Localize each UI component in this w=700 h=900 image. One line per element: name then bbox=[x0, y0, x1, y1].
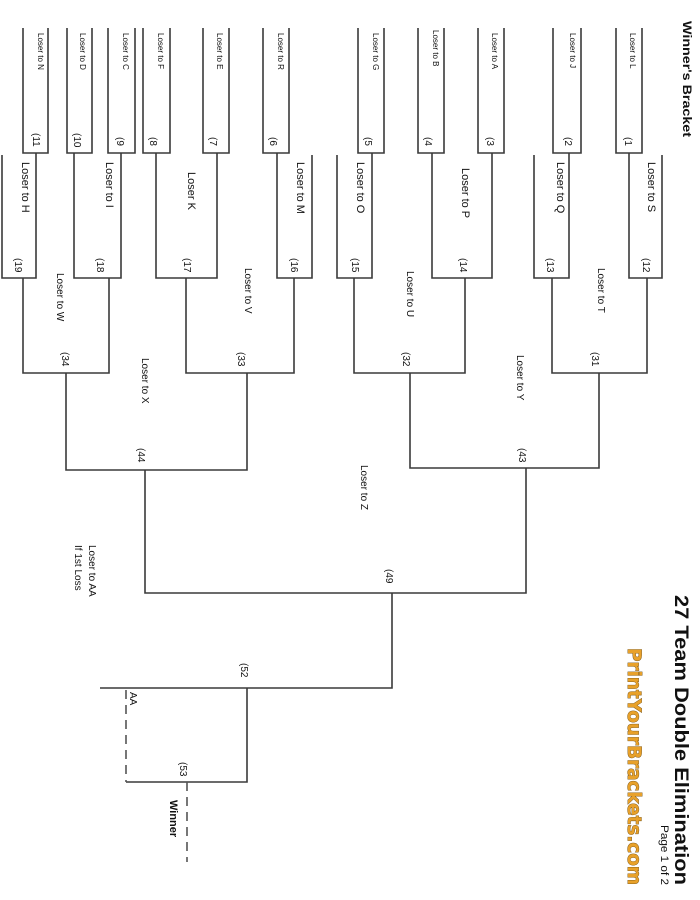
match-label: Loser to G bbox=[371, 33, 380, 70]
match-label: Loser to Q bbox=[554, 162, 566, 214]
match-label: Loser to E bbox=[215, 33, 224, 69]
match-label: Loser to X bbox=[139, 358, 150, 404]
match-number: (8 bbox=[147, 137, 158, 146]
round2-labels: Loser to H (19 Loser to I (18 Loser K (1… bbox=[12, 162, 657, 273]
match-label: Loser to N bbox=[36, 33, 45, 70]
match-number: (33 bbox=[235, 352, 246, 367]
match-number: (1 bbox=[622, 137, 633, 146]
match-number: (31 bbox=[589, 352, 600, 367]
match-number: (9 bbox=[114, 137, 125, 146]
match-label: Loser to F bbox=[156, 33, 165, 69]
site-logo: PrintYourBrackets.com bbox=[623, 648, 645, 885]
match-label: Loser to I bbox=[103, 162, 115, 208]
match-number: (4 bbox=[422, 137, 433, 146]
match-number: (16 bbox=[288, 258, 299, 273]
winner-label: Winner bbox=[167, 800, 179, 838]
match-number: (34 bbox=[59, 352, 70, 367]
match-number: (10 bbox=[71, 133, 82, 148]
match-number: (19 bbox=[12, 258, 23, 273]
match-label: Loser to P bbox=[459, 168, 471, 218]
match-number: (43 bbox=[516, 448, 527, 463]
match-label: Loser to W bbox=[54, 273, 65, 322]
match-label: Loser to L bbox=[628, 33, 637, 69]
match-number: (12 bbox=[640, 258, 651, 273]
match-number: (15 bbox=[349, 258, 360, 273]
match-number: (17 bbox=[181, 258, 192, 273]
match-label: Loser to B bbox=[431, 30, 440, 66]
match-label: Loser to R bbox=[276, 33, 285, 70]
match-label: Loser K bbox=[185, 172, 197, 211]
match-label: Loser to T bbox=[595, 268, 606, 313]
match-number: (5 bbox=[362, 137, 373, 146]
round4-lines bbox=[65, 373, 600, 471]
match-label: Loser to Z bbox=[358, 465, 369, 510]
match-number: (3 bbox=[484, 137, 495, 146]
loser-note-line1: Loser to AA bbox=[86, 545, 97, 597]
match-label: Loser to H bbox=[19, 162, 31, 213]
match-number: (7 bbox=[207, 137, 218, 146]
loser-note-line2: If 1st Loss bbox=[72, 545, 83, 591]
match-number-53: (53 bbox=[177, 762, 188, 777]
match-label: Loser to J bbox=[568, 33, 577, 68]
final-lines bbox=[100, 468, 527, 862]
page-title: 27 Team Double Elimination bbox=[670, 595, 691, 885]
match-label: Loser to S bbox=[645, 162, 657, 212]
round1-lines bbox=[22, 28, 643, 154]
round3-labels: Loser to W (34 Loser to V (33 Loser to U… bbox=[54, 268, 606, 367]
bracket-label: Winner's Bracket bbox=[680, 21, 694, 137]
match-label: Loser to C bbox=[121, 33, 130, 70]
round1-labels: Loser to N (11 Loser to D (10 Loser to C… bbox=[30, 30, 637, 148]
match-number: (44 bbox=[135, 448, 146, 463]
match-number: (2 bbox=[562, 137, 573, 146]
match-label: Loser to A bbox=[490, 33, 499, 70]
match-number: (11 bbox=[30, 133, 41, 147]
final-labels: Loser to Z (49 Loser to AA If 1st Loss (… bbox=[72, 465, 394, 838]
header: Winner's Bracket 27 Team Double Eliminat… bbox=[623, 21, 694, 885]
match-number: (6 bbox=[267, 137, 278, 146]
match-number: (49 bbox=[383, 569, 394, 584]
match-number-52: (52 bbox=[238, 663, 249, 678]
match-number: (14 bbox=[457, 258, 468, 273]
match-label: Loser to U bbox=[404, 271, 415, 317]
match-label: Loser to D bbox=[78, 33, 87, 70]
match-number: (18 bbox=[94, 258, 105, 273]
round4-labels: Loser to X (44 Loser to Y (43 bbox=[135, 355, 527, 463]
match-number: (32 bbox=[400, 352, 411, 367]
aa-label: AA bbox=[127, 692, 138, 706]
match-label: Loser to Y bbox=[514, 355, 525, 401]
page-number: Page 1 of 2 bbox=[658, 825, 670, 885]
round3-lines bbox=[22, 278, 648, 374]
match-label: Loser to M bbox=[294, 162, 306, 214]
match-label: Loser to O bbox=[354, 162, 366, 214]
match-label: Loser to V bbox=[242, 268, 253, 314]
match-number: (13 bbox=[544, 258, 555, 273]
